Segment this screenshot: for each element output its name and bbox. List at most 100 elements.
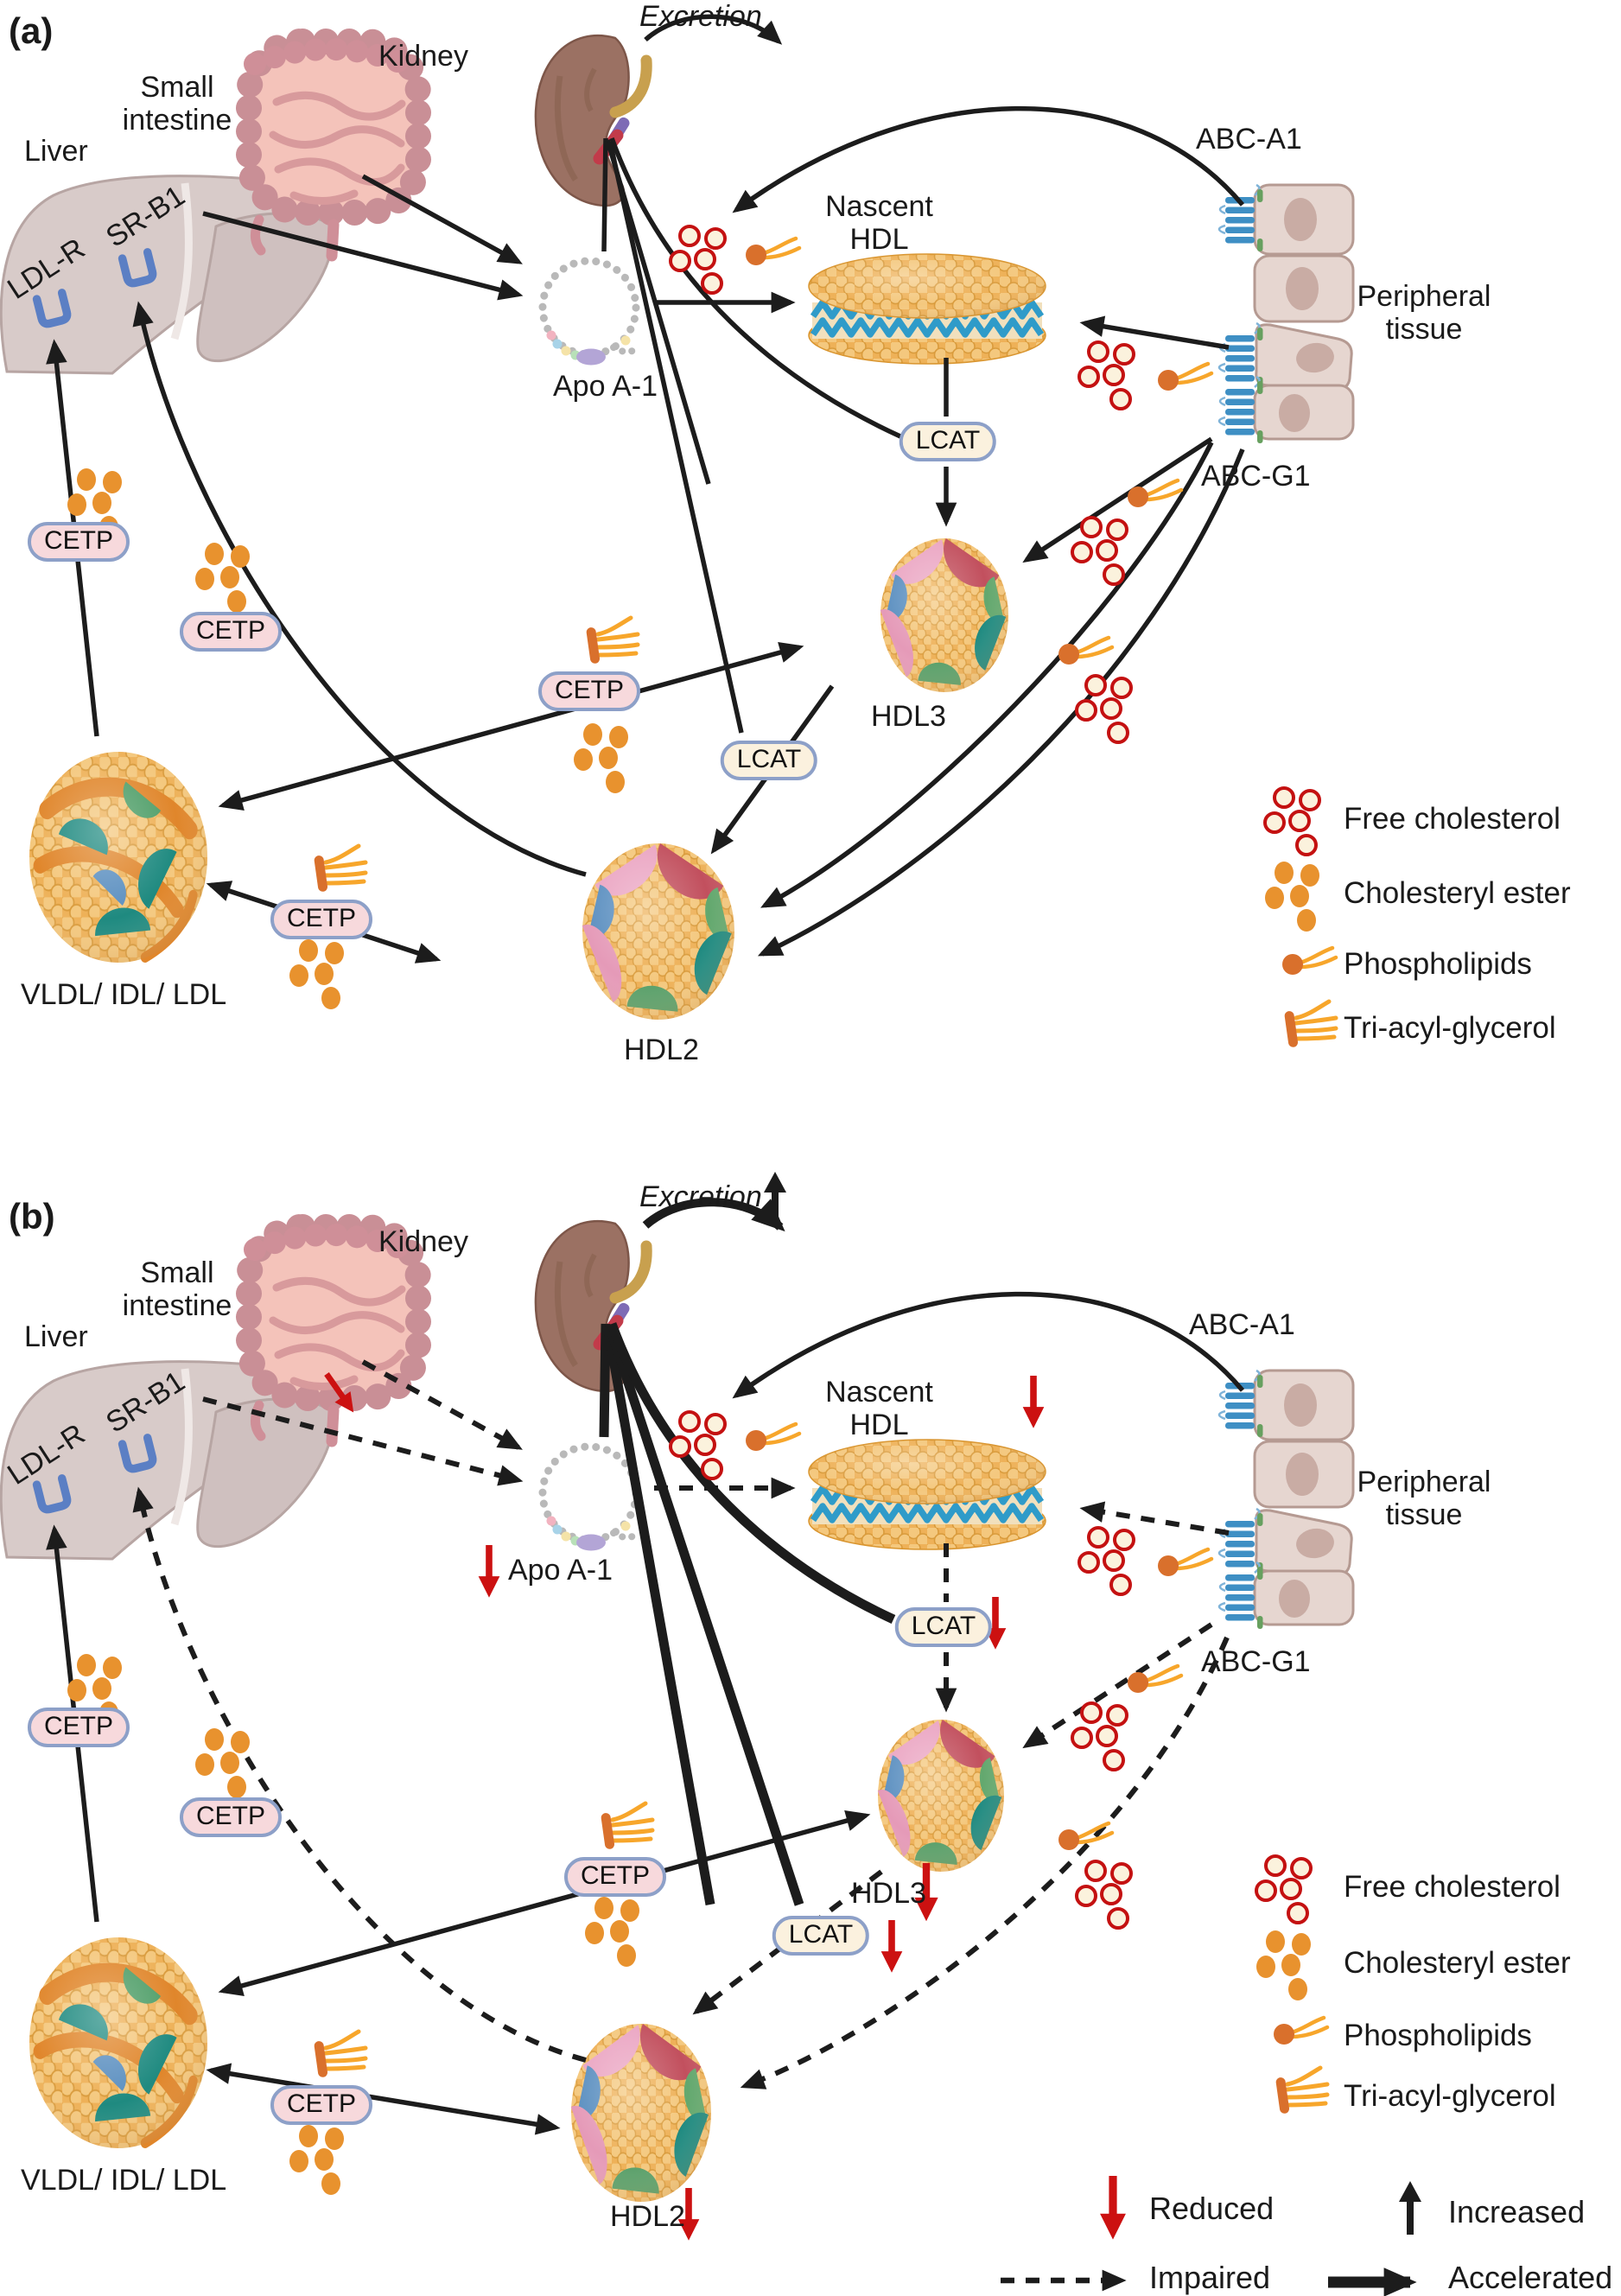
free-cholesterol-icon bbox=[1075, 1860, 1133, 1930]
abcg1-to-hdl2-arrow-1 bbox=[760, 441, 1214, 908]
cetp-pill: CETP bbox=[270, 900, 373, 939]
kidney-line-3-thick bbox=[605, 1326, 804, 1906]
vldl-hdl3-cetp-arrow bbox=[218, 642, 804, 811]
small-intestine-label: Small intestine bbox=[122, 1256, 232, 1323]
abcg1-to-hdl3-arrow bbox=[1022, 436, 1213, 563]
phospholipid-icon bbox=[1158, 364, 1211, 391]
cetp-pill: CETP bbox=[563, 1857, 667, 1897]
phospholipid-icon bbox=[1128, 1666, 1181, 1693]
intestine-to-apo-arrow bbox=[361, 174, 523, 264]
status-increased-label: Increased bbox=[1448, 2194, 1586, 2229]
vldl-particle bbox=[29, 1937, 207, 2148]
cholesteryl-ester-icon bbox=[195, 1728, 250, 1798]
legend-tri-acyl-glycerol-label: Tri-acyl-glycerol bbox=[1344, 1011, 1556, 1045]
legend-free-cholesterol-icon bbox=[1255, 1854, 1313, 1924]
legend-phospholipids-label: Phospholipids bbox=[1344, 2019, 1532, 2052]
abcg1-to-hdl3-dashed bbox=[1022, 1622, 1213, 1749]
peripheral-tissue-cells bbox=[1219, 1371, 1353, 1629]
cetp-pill: CETP bbox=[27, 1708, 130, 1747]
excretion-label: Excretion bbox=[639, 1180, 762, 1213]
legend-phospholipid-icon bbox=[1282, 948, 1336, 975]
liver-to-apo-dashed bbox=[202, 1396, 524, 1486]
abca1-to-nascent-curve bbox=[732, 1291, 1245, 1399]
liver-label: Liver bbox=[24, 135, 88, 168]
phospholipid-icon bbox=[1128, 480, 1181, 507]
small-intestine-label: Small intestine bbox=[122, 71, 232, 137]
free-cholesterol-icon bbox=[1075, 674, 1133, 744]
abc-g1-label: ABC-G1 bbox=[1201, 460, 1311, 493]
hdl3-label: HDL3 bbox=[851, 1877, 926, 1910]
hdl2-particle bbox=[582, 843, 734, 1020]
phospholipid-icon bbox=[746, 1424, 799, 1451]
cholesteryl-ester-icon bbox=[289, 939, 344, 1009]
abcg1-to-hdl2-dashed bbox=[740, 1636, 1230, 2089]
phospholipid-icon bbox=[1158, 1549, 1211, 1576]
tri-acyl-glycerol-icon bbox=[601, 1803, 652, 1850]
phospholipid-icon bbox=[746, 239, 799, 265]
hdl3-particle bbox=[880, 538, 1008, 692]
nascent-hdl-illustration bbox=[809, 254, 1046, 364]
apo-a1-illustration bbox=[543, 1447, 639, 1551]
status-impaired-label: Impaired bbox=[1149, 2260, 1271, 2295]
legend-free-cholesterol-label: Free cholesterol bbox=[1344, 1870, 1561, 1904]
nascent-hdl-label: Nascent HDL bbox=[825, 1376, 933, 1442]
legend-free-cholesterol-label: Free cholesterol bbox=[1344, 802, 1561, 836]
tri-acyl-glycerol-icon bbox=[586, 618, 638, 665]
hdl2-label: HDL2 bbox=[610, 2200, 685, 2233]
cholesteryl-ester-icon bbox=[585, 1897, 639, 1967]
lcat-pill: LCAT bbox=[894, 1607, 993, 1647]
vldl-idl-ldl-label: VLDL/ IDL/ LDL bbox=[21, 2164, 227, 2197]
reduced-arrow-icon bbox=[1023, 1376, 1045, 1428]
excretion-label: Excretion bbox=[639, 0, 762, 33]
hdl3-particle bbox=[878, 1720, 1004, 1872]
lcat-pill: LCAT bbox=[899, 422, 997, 461]
cholesteryl-ester-icon bbox=[289, 2125, 344, 2195]
cetp-pill: CETP bbox=[27, 522, 130, 562]
apo-a1-label: Apo A-1 bbox=[553, 370, 658, 403]
legend-tri-acyl-glycerol-icon bbox=[1284, 1002, 1336, 1048]
legend-free-cholesterol-icon bbox=[1263, 786, 1321, 856]
nascent-hdl-illustration bbox=[809, 1440, 1046, 1549]
hdl3-label: HDL3 bbox=[871, 700, 946, 733]
abca1-to-nascent-curve bbox=[732, 105, 1245, 213]
kidney-line-4-thick bbox=[607, 1322, 896, 1624]
legend-cholesteryl-ester-icon bbox=[1265, 862, 1319, 932]
abc-g1-label: ABC-G1 bbox=[1201, 1645, 1311, 1678]
apo-a1-illustration bbox=[543, 261, 639, 366]
tri-acyl-glycerol-icon bbox=[314, 846, 366, 893]
legend-cholesteryl-ester-icon bbox=[1256, 1930, 1311, 2000]
hdl3-to-hdl2-lcat-dashed bbox=[692, 1869, 883, 2015]
kidney-line-2-thick bbox=[602, 1325, 715, 1905]
liver-label: Liver bbox=[24, 1320, 88, 1353]
excretion-arrow bbox=[644, 14, 783, 45]
cetp-pill: CETP bbox=[179, 1797, 283, 1837]
legend-phospholipids-label: Phospholipids bbox=[1344, 947, 1532, 981]
apo-a1-label: Apo A-1 bbox=[508, 1554, 613, 1587]
vldl-hdl3-cetp-arrow bbox=[218, 1810, 871, 1996]
hdl2-label: HDL2 bbox=[624, 1034, 699, 1066]
excretion-arrow-thick bbox=[642, 1198, 785, 1232]
kidney-label: Kidney bbox=[378, 1225, 468, 1258]
abc-a1-label: ABC-A1 bbox=[1189, 1308, 1295, 1341]
status-reduced-label: Reduced bbox=[1149, 2191, 1275, 2226]
panel-b-tag: (b) bbox=[9, 1196, 55, 1237]
legend-cholesteryl-ester-label: Cholesteryl ester bbox=[1344, 876, 1571, 910]
reduced-arrow-icon bbox=[479, 1545, 500, 1598]
reduced-arrow-icon bbox=[881, 1920, 903, 1973]
legend-reduced-arrow-icon bbox=[1100, 2176, 1126, 2240]
cetp-pill: CETP bbox=[270, 2085, 373, 2125]
hdl2-particle bbox=[571, 2024, 711, 2202]
free-cholesterol-icon bbox=[1077, 1526, 1135, 1596]
vldl-idl-ldl-label: VLDL/ IDL/ LDL bbox=[21, 978, 227, 1011]
vldl-particle bbox=[29, 752, 207, 963]
legend-phospholipid-icon bbox=[1274, 2018, 1327, 2045]
status-accelerated-label: Accelerated bbox=[1448, 2260, 1613, 2295]
cetp-pill: CETP bbox=[179, 612, 283, 652]
free-cholesterol-icon bbox=[1077, 340, 1135, 410]
lcat-pill: LCAT bbox=[720, 741, 818, 780]
panel-a-tag: (a) bbox=[9, 10, 54, 51]
intestine-to-apo-dashed bbox=[361, 1359, 523, 1450]
kidney-line-1 bbox=[601, 137, 608, 252]
